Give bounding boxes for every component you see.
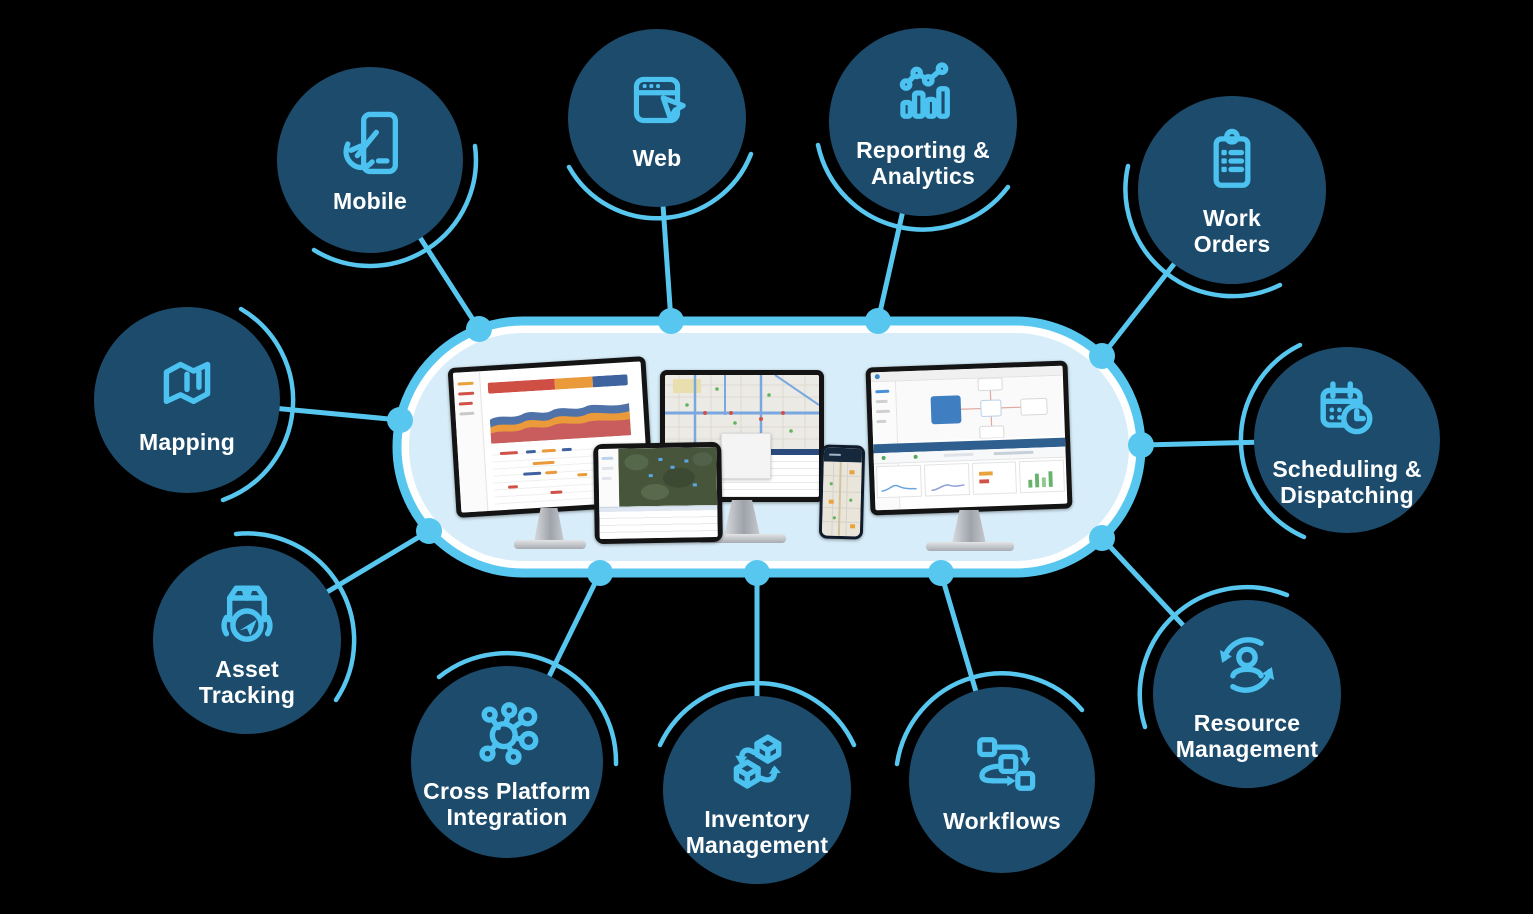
workflow-screen bbox=[870, 365, 1068, 511]
monitor-base bbox=[514, 540, 586, 549]
node-arc-inventory bbox=[657, 680, 857, 748]
dashboard-area-chart bbox=[489, 403, 632, 444]
node-arc-workflows bbox=[894, 671, 1085, 767]
pill-dot bbox=[744, 560, 770, 586]
phone-map bbox=[821, 461, 862, 537]
pill-dot bbox=[928, 560, 954, 586]
folded-map-icon bbox=[163, 361, 211, 404]
node-label: Mobile bbox=[332, 187, 408, 214]
node-arc-work-orders bbox=[1123, 163, 1283, 299]
workflow-monitor bbox=[865, 360, 1073, 551]
node-arc-reporting bbox=[815, 142, 1011, 232]
pill-dot bbox=[658, 308, 684, 334]
node-arc-resource bbox=[1137, 584, 1290, 730]
node-work-orders: Work Orders bbox=[1138, 96, 1326, 284]
node-label: Mapping bbox=[139, 428, 235, 455]
node-label: Workflows bbox=[943, 807, 1061, 834]
pill-dot bbox=[587, 560, 613, 586]
monitor-bezel bbox=[865, 360, 1073, 516]
pill-dot bbox=[387, 407, 413, 433]
workflow-diagram bbox=[895, 375, 1064, 442]
node-label: Resource Management bbox=[1175, 709, 1319, 762]
node-label: Cross Platform Integration bbox=[423, 777, 591, 830]
clipboard-list-icon bbox=[1213, 128, 1251, 188]
node-arc-cross-platform bbox=[436, 650, 619, 767]
phone-statusbar bbox=[823, 447, 863, 463]
node-label: Scheduling & Dispatching bbox=[1272, 455, 1422, 508]
node-label: Inventory Management bbox=[685, 805, 829, 858]
node-arc-web bbox=[566, 151, 754, 221]
node-mobile: Mobile bbox=[277, 67, 463, 253]
phone-bezel bbox=[818, 444, 866, 540]
node-asset-tracking: Asset Tracking bbox=[153, 546, 341, 734]
dashboard-screen bbox=[452, 361, 650, 513]
monitor-base bbox=[926, 542, 1014, 551]
mobile-touch-icon bbox=[343, 111, 398, 174]
person-sync-icon bbox=[1219, 636, 1275, 693]
node-workflows: Workflows bbox=[909, 687, 1095, 873]
flowchart-icon bbox=[977, 736, 1036, 791]
map-dialog bbox=[721, 433, 771, 479]
pill-dot bbox=[1128, 432, 1154, 458]
pill-dot bbox=[865, 308, 891, 334]
node-label: Asset Tracking bbox=[198, 655, 296, 708]
pill-dot bbox=[416, 518, 442, 544]
satellite-map-tablet bbox=[593, 441, 723, 545]
node-label: Web bbox=[632, 144, 682, 171]
node-label: Reporting & Analytics bbox=[856, 136, 990, 189]
app-cards bbox=[875, 459, 1065, 499]
node-scheduling-dispatching: Scheduling & Dispatching bbox=[1254, 347, 1440, 533]
node-arc-mapping bbox=[220, 306, 296, 503]
calendar-clock-icon bbox=[1320, 380, 1373, 435]
node-arc-scheduling bbox=[1238, 342, 1307, 540]
monitor-bezel bbox=[447, 356, 655, 518]
node-cross-platform-integration: Cross Platform Integration bbox=[411, 666, 603, 858]
node-inventory-management: Inventory Management bbox=[663, 696, 851, 884]
bar-chart-icon bbox=[899, 62, 950, 119]
map-phone bbox=[818, 444, 866, 540]
pill-dot bbox=[466, 316, 492, 342]
node-resource-management: Resource Management bbox=[1153, 600, 1341, 788]
pill-dot bbox=[1089, 525, 1115, 551]
pill-dot bbox=[1089, 343, 1115, 369]
package-tracking-icon bbox=[221, 585, 273, 642]
node-reporting-analytics: Reporting & Analytics bbox=[829, 28, 1017, 216]
network-hub-icon bbox=[479, 701, 539, 765]
satellite-map bbox=[618, 446, 718, 507]
node-arc-mobile bbox=[311, 143, 479, 269]
app-logo bbox=[874, 374, 880, 380]
tablet-table bbox=[599, 509, 718, 540]
monitor-base bbox=[698, 534, 786, 543]
web-browser-icon bbox=[633, 76, 686, 123]
dashboard-sidebar bbox=[452, 371, 489, 513]
node-label: Work Orders bbox=[1193, 204, 1271, 257]
cubes-swap-icon bbox=[733, 734, 782, 789]
node-mapping: Mapping bbox=[94, 307, 280, 493]
tablet-bezel bbox=[593, 441, 723, 545]
tablet-screen bbox=[598, 446, 718, 540]
dashboard-monitor bbox=[447, 356, 655, 549]
phone-screen bbox=[821, 447, 863, 537]
node-web: Web bbox=[568, 29, 746, 207]
node-arc-asset bbox=[233, 531, 357, 703]
